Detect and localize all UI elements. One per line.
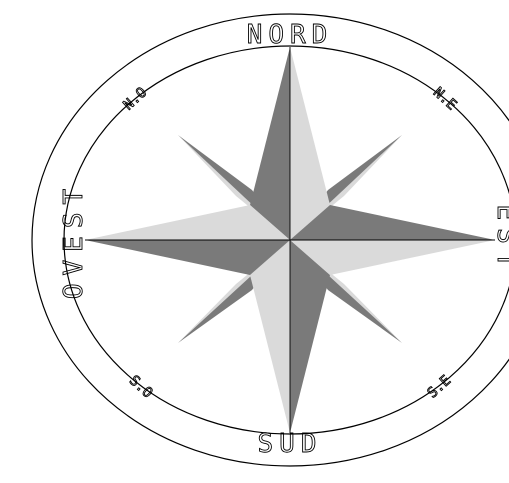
label-northwest: N.O: [121, 85, 151, 114]
cardinal-points: [85, 47, 495, 433]
label-east: EST: [491, 205, 509, 276]
label-north: NORD: [247, 20, 334, 50]
label-west: OVEST: [59, 181, 89, 299]
label-south: SUD: [258, 429, 323, 459]
label-northeast: N.E: [430, 85, 460, 114]
